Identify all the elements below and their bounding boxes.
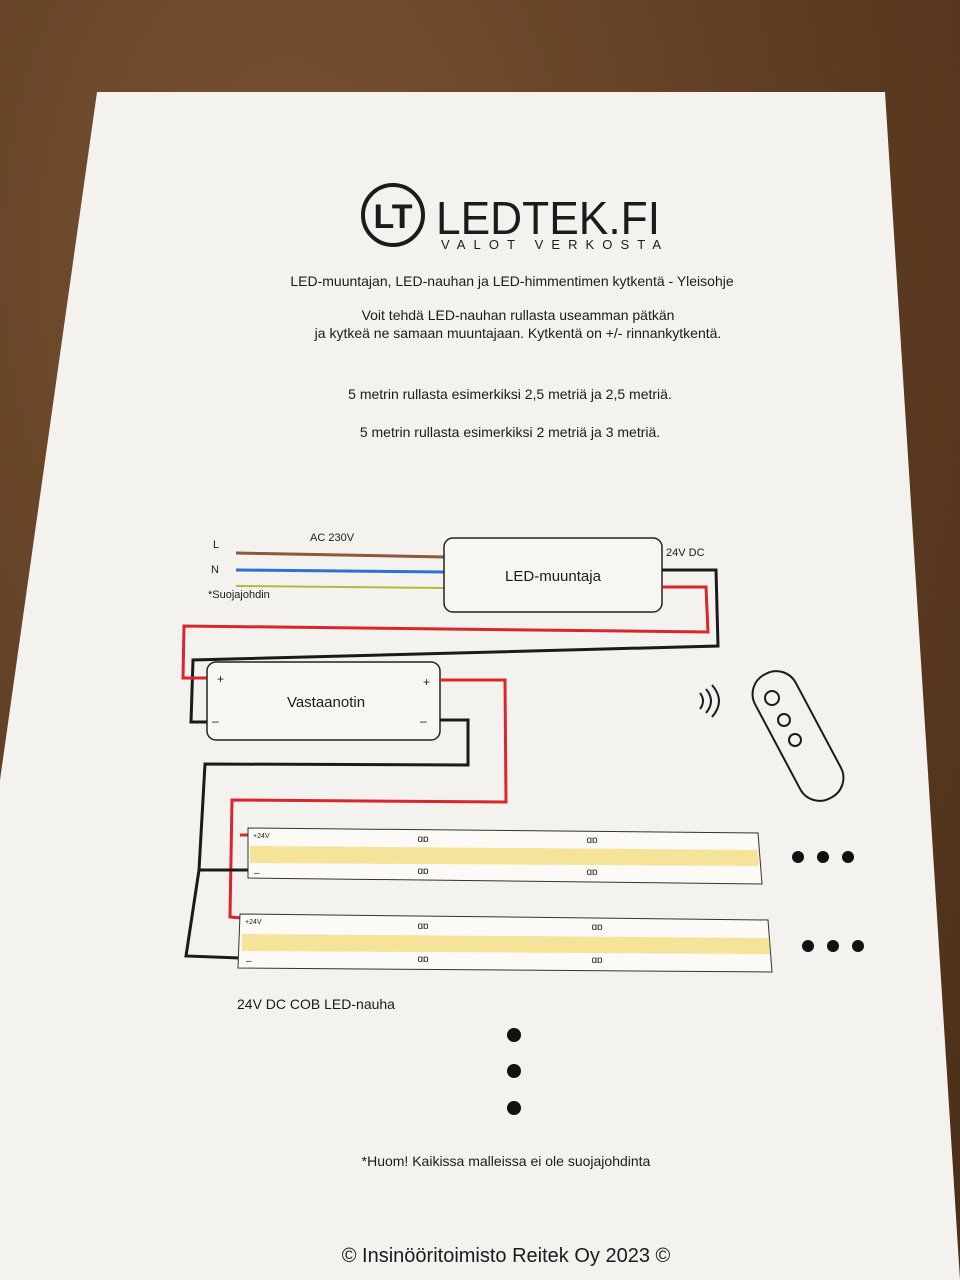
neutral-wire <box>235 568 446 574</box>
negative-wire-transformer <box>189 568 720 724</box>
strip-1-cut-mark-2: ɑɒ <box>586 835 598 846</box>
remote-button-2 <box>777 713 791 727</box>
strip-1-minus-label: – <box>254 868 260 879</box>
strip-caption: 24V DC COB LED-nauha <box>237 996 395 1012</box>
strip-2-cut-mark-4: ɑɒ <box>591 955 603 966</box>
dot <box>817 851 829 863</box>
receiver-output-minus: – <box>420 714 427 728</box>
strip-2-minus-label: – <box>246 956 252 967</box>
intro-line-1: Voit tehdä LED-nauhan rullasta useamman … <box>362 307 675 323</box>
live-wire <box>235 551 446 559</box>
led-strip-2: +24V – ɑɒ ɑɒ ɑɒ ɑɒ <box>237 913 773 973</box>
example-1: 5 metrin rullasta esimerkiksi 2,5 metriä… <box>348 386 672 402</box>
negative-wire-strips <box>197 718 470 872</box>
strip-1-cut-mark-1: ɑɒ <box>417 834 429 845</box>
dot <box>842 851 854 863</box>
remote-button-3 <box>788 733 802 747</box>
page-heading: LED-muuntajan, LED-nauhan ja LED-himment… <box>290 273 734 289</box>
label-24v-dc: 24V DC <box>666 547 705 559</box>
strip-1-plus-label: +24V <box>253 833 270 840</box>
strip-1-led <box>250 846 759 866</box>
remote-control <box>699 670 845 802</box>
receiver-input-plus: + <box>217 672 224 686</box>
brand-name: LEDTEK.FI <box>436 192 660 244</box>
brand-logo: LT LEDTEK.FI VALOT VERKOSTA <box>361 183 661 252</box>
transformer-box <box>443 537 663 613</box>
receiver-label: Vastaanotin <box>287 694 365 711</box>
strip-1-cut-mark-4: ɑɒ <box>586 867 598 878</box>
strip-2-cut-mark-3: ɑɒ <box>417 954 429 965</box>
mains-wiring: L N *Suojajohdin AC 230V <box>208 532 446 601</box>
transformer-label: LED-muuntaja <box>505 568 602 585</box>
positive-wire-strips <box>228 678 508 920</box>
dot <box>802 940 814 952</box>
strip-1-continuation-dots <box>792 851 854 863</box>
strip-2-continuation-dots <box>802 940 864 952</box>
positive-wire-transformer <box>181 585 710 680</box>
dot <box>827 940 839 952</box>
brand-tagline: VALOT VERKOSTA <box>441 237 661 252</box>
strip-2-plus-label: +24V <box>245 919 262 926</box>
more-strips-dots <box>507 1028 521 1115</box>
earth-note: *Huom! Kaikissa malleissa ei ole suojajo… <box>362 1153 651 1169</box>
dot <box>852 940 864 952</box>
dot <box>792 851 804 863</box>
logo-circle <box>361 183 425 247</box>
example-2: 5 metrin rullasta esimerkiksi 2 metriä j… <box>360 424 660 440</box>
receiver-input-minus: – <box>212 714 219 728</box>
dot <box>507 1028 521 1042</box>
strip-2-cut-mark-2: ɑɒ <box>591 922 603 933</box>
label-ac-230v: AC 230V <box>310 532 355 544</box>
dot <box>507 1064 521 1078</box>
remote-button-1 <box>764 690 780 706</box>
copyright-footer: © Insinööritoimisto Reitek Oy 2023 © <box>342 1245 671 1267</box>
wireless-signal-icon <box>699 684 720 718</box>
label-neutral: N <box>211 564 219 576</box>
led-strip-1: +24V – ɑɒ ɑɒ ɑɒ ɑɒ <box>247 827 763 885</box>
negative-branch-strip-2 <box>184 869 241 960</box>
earth-wire <box>235 585 446 589</box>
dot <box>507 1101 521 1115</box>
logo-monogram: LT <box>373 198 412 236</box>
receiver-box <box>206 661 441 741</box>
paper-sheet <box>0 92 960 1280</box>
intro-line-2: ja kytkeä ne samaan muuntajaan. Kytkentä… <box>314 325 722 341</box>
receiver-output-plus: + <box>423 675 430 689</box>
label-earth: *Suojajohdin <box>208 589 270 601</box>
strip-2-led <box>242 934 770 954</box>
strip-2-cut-mark-1: ɑɒ <box>417 921 429 932</box>
label-live: L <box>213 539 219 551</box>
strip-1-cut-mark-3: ɑɒ <box>417 866 429 877</box>
